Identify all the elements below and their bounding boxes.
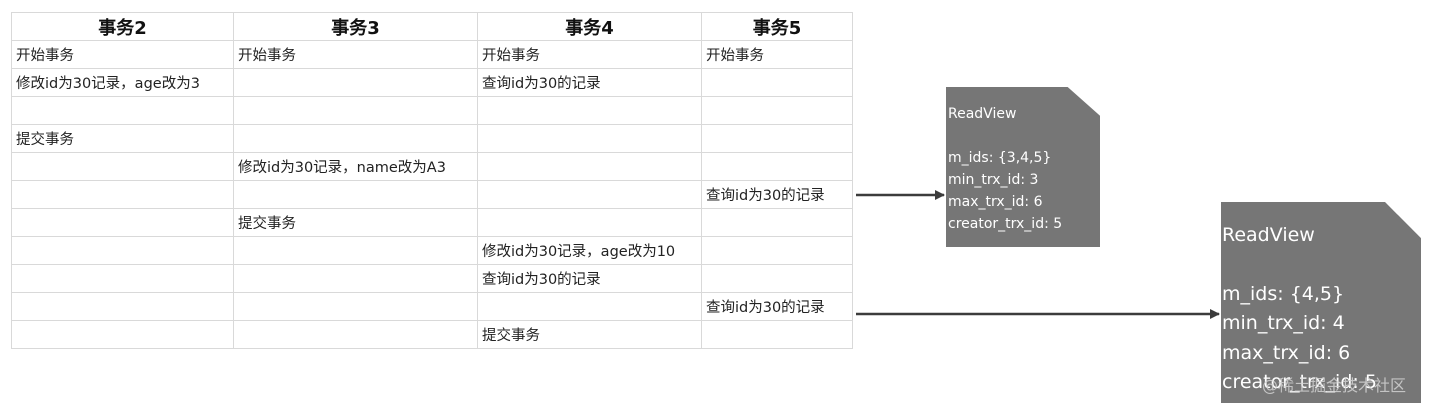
transaction-table: 事务2 事务3 事务4 事务5 开始事务 开始事务 开始事务 开始事务 修改id… [11, 12, 853, 349]
table-cell: 修改id为30记录，age改为3 [11, 68, 234, 97]
table-cell [477, 124, 702, 153]
readview-card-1: ReadView m_ids: {3,4,5} min_trx_id: 3 ma… [946, 87, 1100, 247]
readview-card-2: ReadView m_ids: {4,5} min_trx_id: 4 max_… [1221, 202, 1421, 403]
header-tx5: 事务5 [701, 12, 853, 41]
table-cell: 提交事务 [233, 208, 478, 237]
table-cell [701, 320, 853, 349]
table-cell [701, 124, 853, 153]
readview-creator-trx-id: creator_trx_id: 5 [948, 216, 1063, 232]
table-row: 提交事务 [11, 208, 853, 237]
table-cell [11, 320, 234, 349]
table-row: 提交事务 [11, 124, 853, 153]
table-cell: 修改id为30记录，age改为10 [477, 236, 702, 265]
table-row: 开始事务 开始事务 开始事务 开始事务 [11, 40, 853, 69]
table-cell [701, 264, 853, 293]
table-cell [233, 68, 478, 97]
table-cell [233, 236, 478, 265]
readview-min-trx-id: min_trx_id: 3 [948, 172, 1039, 188]
readview-max-trx-id: max_trx_id: 6 [1222, 341, 1351, 364]
watermark: @稀土掘金技术社区 [1262, 376, 1407, 395]
table-cell: 提交事务 [477, 320, 702, 349]
readview-min-trx-id: min_trx_id: 4 [1222, 312, 1345, 334]
readview-creator-trx-id: creator_trx_id: 5 [1222, 371, 1377, 393]
header-tx2: 事务2 [11, 12, 234, 41]
table-cell [11, 96, 234, 125]
table-header-row: 事务2 事务3 事务4 事务5 [11, 12, 853, 41]
table-cell [233, 320, 478, 349]
table-row: 查询id为30的记录 [11, 264, 853, 293]
readview-m-ids: m_ids: {3,4,5} [948, 150, 1052, 166]
readview-title: ReadView [948, 106, 1017, 122]
table-cell: 查询id为30的记录 [701, 292, 853, 321]
table-row [11, 96, 853, 125]
readview-title: ReadView [1222, 224, 1315, 246]
table-cell [233, 96, 478, 125]
table-cell [701, 68, 853, 97]
table-cell [701, 152, 853, 181]
table-cell [233, 124, 478, 153]
table-cell: 查询id为30的记录 [477, 68, 702, 97]
table-row: 修改id为30记录，age改为3 查询id为30的记录 [11, 68, 853, 97]
table-row: 提交事务 [11, 320, 853, 349]
table-cell [477, 96, 702, 125]
table-cell [477, 180, 702, 209]
table-cell: 修改id为30记录，name改为A3 [233, 152, 478, 181]
table-row: 修改id为30记录，name改为A3 [11, 152, 853, 181]
header-tx3: 事务3 [233, 12, 478, 41]
readview-max-trx-id: max_trx_id: 6 [948, 194, 1043, 210]
table-cell: 提交事务 [11, 124, 234, 153]
table-cell: 开始事务 [477, 40, 702, 69]
table-cell: 开始事务 [701, 40, 853, 69]
table-cell [11, 292, 234, 321]
readview-m-ids: m_ids: {4,5} [1222, 282, 1345, 305]
table-cell [701, 96, 853, 125]
table-cell [11, 236, 234, 265]
